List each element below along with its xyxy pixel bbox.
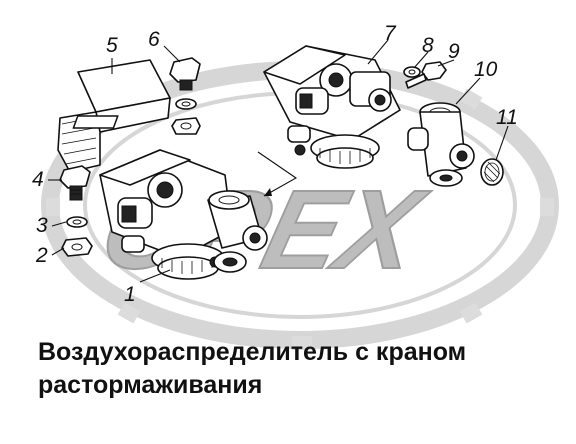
callout-1: 1 [124, 283, 136, 306]
diagram-caption: Воздухораспределитель с краном растормаж… [38, 336, 558, 402]
part-5-bracket [57, 59, 171, 173]
callout-2: 2 [35, 244, 48, 267]
caption-line-2: растормаживания [38, 371, 263, 399]
part-7-air-distributor [263, 45, 401, 169]
callout-numbers: 1 2 3 4 5 6 7 8 9 10 11 [32, 22, 518, 306]
leader-lines [48, 39, 509, 283]
part-1-air-distributor [99, 149, 233, 280]
part-3-washer [66, 216, 88, 228]
callout-5: 5 [106, 34, 118, 57]
callout-6: 6 [148, 28, 160, 51]
callout-11: 11 [496, 106, 518, 129]
callout-8: 8 [422, 34, 434, 57]
callout-7: 7 [384, 22, 397, 45]
part-9-bolt [405, 61, 447, 89]
callout-4: 4 [32, 168, 44, 191]
release-valve-1 [207, 190, 268, 273]
part-11-plug [480, 158, 504, 186]
part-6-bolt-set-top [169, 57, 201, 135]
callout-10: 10 [474, 58, 498, 81]
callout-3: 3 [36, 214, 48, 237]
caption-line-1: Воздухораспределитель с краном [38, 338, 467, 366]
callout-9: 9 [448, 40, 460, 63]
part-10-release-valve [407, 102, 475, 187]
part-8-washer [403, 66, 421, 78]
assembly-arrow [257, 151, 298, 197]
part-2-nut [61, 237, 93, 257]
